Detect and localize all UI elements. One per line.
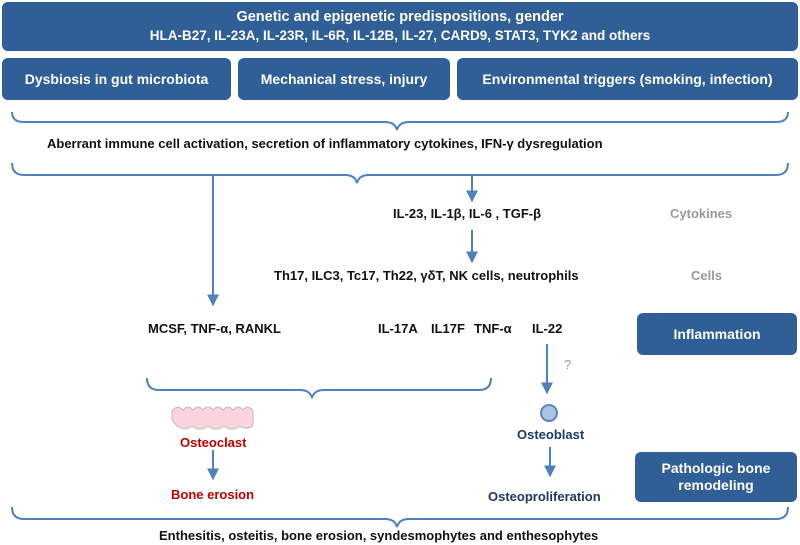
pathologic-line2: remodeling	[678, 477, 754, 493]
pathologic-line1: Pathologic bone	[661, 460, 771, 476]
osteoproliferation-label: Osteoproliferation	[488, 489, 601, 504]
il17f-text: IL17F	[431, 321, 465, 336]
osteoclast-icon	[171, 406, 254, 430]
cytokines-text: IL-23, IL-1β, IL-6 , TGF-β	[393, 206, 542, 221]
cells-text: Th17, ILC3, Tc17, Th22, γδT, NK cells, n…	[274, 268, 579, 283]
trigger-label: Environmental triggers (smoking, infecti…	[482, 71, 773, 87]
pathologic-remodeling-box: Pathologic bone remodeling	[635, 452, 797, 502]
il17a-text: IL-17A	[378, 321, 418, 336]
il22-text: IL-22	[532, 321, 563, 336]
trigger-label: Mechanical stress, injury	[260, 71, 428, 87]
genetic-genes: HLA-B27, IL-23A, IL-23R, IL-6R, IL-12B, …	[149, 28, 651, 43]
cytokines-label: Cytokines	[670, 206, 733, 221]
tnfa-text: TNF-α	[474, 321, 512, 336]
osteoclast-label: Osteoclast	[180, 435, 247, 450]
bracket-osteoclast	[146, 377, 492, 399]
genetic-predisposition-box: Genetic and epigenetic predispositions, …	[2, 2, 798, 51]
bracket-bottom	[11, 506, 789, 528]
bone-erosion-label: Bone erosion	[171, 487, 255, 502]
trigger-box-dysbiosis: Dysbiosis in gut microbiota	[2, 58, 231, 100]
trigger-box-mechanical: Mechanical stress, injury	[238, 58, 450, 100]
trigger-label: Dysbiosis in gut microbiota	[24, 71, 209, 87]
bracket-triggers	[11, 111, 789, 131]
osteoblast-label: Osteoblast	[517, 427, 585, 442]
inflammation-box: Inflammation	[637, 313, 797, 355]
question-mark: ?	[564, 357, 572, 372]
inflammation-label: Inflammation	[673, 326, 761, 342]
osteoblast-icon	[540, 404, 558, 422]
bracket-activation	[11, 162, 789, 184]
outcome-text: Enthesitis, osteitis, bone erosion, synd…	[159, 528, 599, 543]
genetic-title: Genetic and epigenetic predispositions, …	[236, 9, 564, 25]
trigger-box-environmental: Environmental triggers (smoking, infecti…	[457, 58, 798, 100]
cells-label: Cells	[691, 268, 723, 283]
osteoclast-mediators-text: MCSF, TNF-α, RANKL	[148, 321, 281, 336]
activation-text: Aberrant immune cell activation, secreti…	[47, 136, 603, 151]
